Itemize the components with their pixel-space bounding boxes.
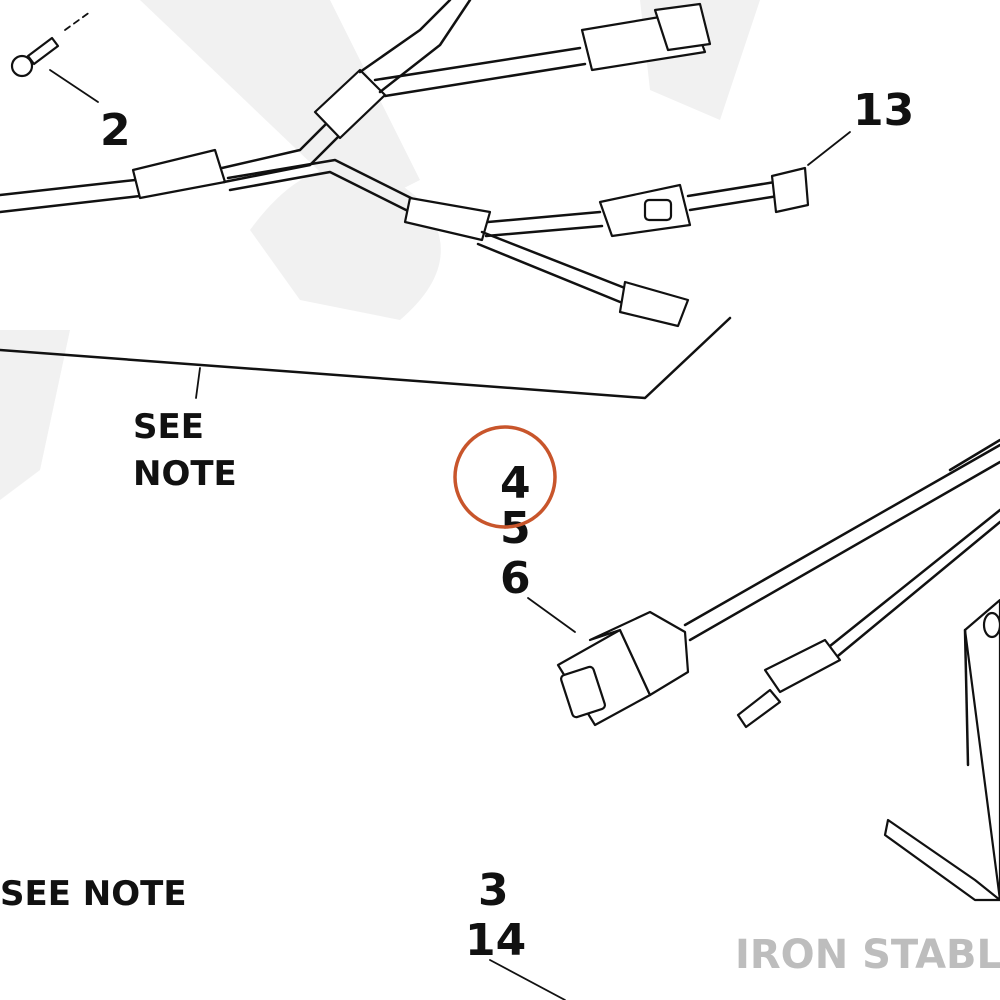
screw-part (10, 11, 91, 78)
highlight-circle (453, 425, 557, 529)
see-note-boundary (0, 316, 732, 400)
lower-harness (556, 438, 1000, 902)
probe-connector (763, 638, 842, 694)
see-note-bottom: SEE NOTE (0, 874, 187, 914)
plug-end (618, 280, 690, 328)
callout-3: 3 (478, 865, 509, 916)
callout-labels: 2 13 4 5 6 3 14 SEE NOTE SEE NOTE (0, 85, 914, 966)
callout-6: 6 (500, 553, 531, 604)
see-note-line2: NOTE (133, 454, 237, 494)
harness-sleeve-right (403, 196, 492, 242)
upper-harness (0, 0, 810, 328)
background-watermark (0, 0, 760, 500)
callout-4: 4 (500, 458, 531, 509)
mounting-bracket (883, 598, 1000, 902)
callout-13: 13 (853, 85, 914, 136)
leader-lines (49, 69, 851, 1000)
harness-sleeve-left (131, 148, 227, 200)
brand-watermark: IRON STABLE (735, 932, 1000, 978)
callout-14: 14 (465, 915, 526, 966)
callout-2: 2 (100, 105, 131, 156)
connector-13-tip (770, 166, 810, 214)
see-note-line1: SEE (133, 407, 204, 447)
